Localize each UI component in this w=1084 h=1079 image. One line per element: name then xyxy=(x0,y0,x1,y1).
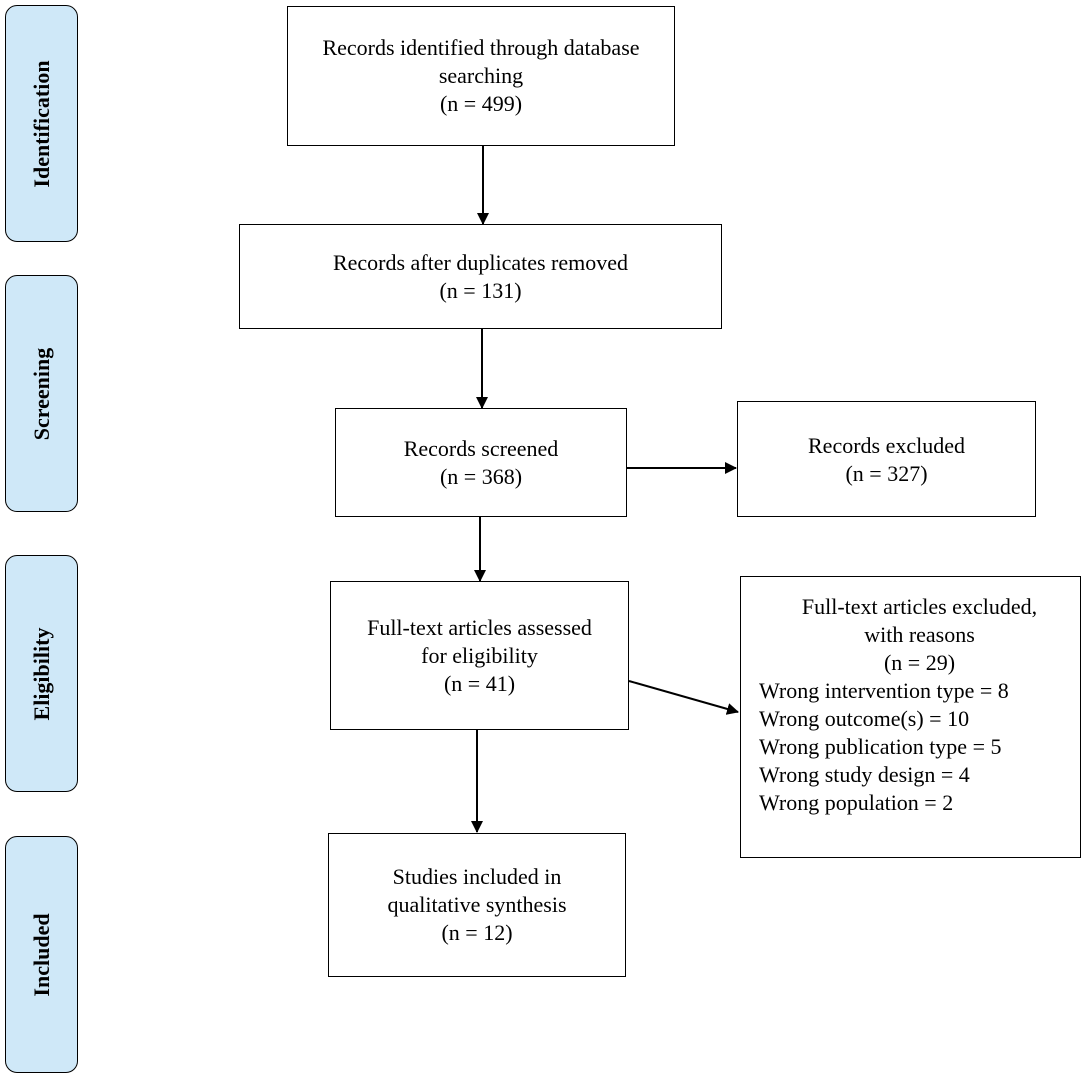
stage-eligibility: Eligibility xyxy=(5,555,78,792)
duplicates-removed-count: (n = 131) xyxy=(439,277,522,303)
fulltext-assessed-line2: for eligibility xyxy=(421,642,538,668)
records-screened-line1: Records screened xyxy=(403,435,559,461)
exclusion-reason: Wrong population = 2 xyxy=(759,790,954,815)
records-identified-count: (n = 499) xyxy=(439,91,523,116)
exclusion-reason: Wrong study design = 4 xyxy=(759,762,970,787)
exclusion-reason: Wrong publication type = 5 xyxy=(759,734,1002,759)
box-fulltext-assessed: Full-text articles assessed for eligibil… xyxy=(330,581,629,730)
arrow-fulltext-to-fulltext-excluded xyxy=(628,680,739,715)
records-identified-line2: searching xyxy=(438,63,524,88)
box-duplicates-removed: Records after duplicates removed (n = 13… xyxy=(239,224,722,329)
records-excluded-count: (n = 327) xyxy=(845,461,928,486)
records-identified-line1: Records identified through database xyxy=(322,35,640,60)
exclusion-reason: Wrong intervention type = 8 xyxy=(759,678,1009,703)
records-screened-count: (n = 368) xyxy=(439,463,523,489)
fulltext-assessed-line1: Full-text articles assessed xyxy=(367,614,592,640)
fulltext-excluded-line2: with reasons xyxy=(864,622,975,647)
fulltext-assessed-count: (n = 41) xyxy=(443,670,516,696)
stage-screening: Screening xyxy=(5,275,78,512)
studies-included-count: (n = 12) xyxy=(441,920,513,945)
box-records-screened: Records screened (n = 368) xyxy=(335,408,627,517)
box-records-excluded: Records excluded (n = 327) xyxy=(737,401,1036,517)
box-studies-included: Studies included in qualitative synthesi… xyxy=(328,833,626,977)
studies-included-line2: qualitative synthesis xyxy=(387,892,567,917)
duplicates-removed-line1: Records after duplicates removed xyxy=(332,249,629,275)
box-fulltext-excluded: Full-text articles excluded, with reason… xyxy=(740,576,1081,858)
fulltext-excluded-line1: Full-text articles excluded, xyxy=(801,594,1038,619)
records-excluded-line1: Records excluded xyxy=(808,433,965,458)
stage-included: Included xyxy=(5,836,78,1073)
fulltext-excluded-count: (n = 29) xyxy=(883,650,956,675)
stage-identification: Identification xyxy=(5,5,78,242)
box-records-identified: Records identified through database sear… xyxy=(287,6,675,146)
studies-included-line1: Studies included in xyxy=(392,864,562,889)
exclusion-reason: Wrong outcome(s) = 10 xyxy=(759,706,970,731)
